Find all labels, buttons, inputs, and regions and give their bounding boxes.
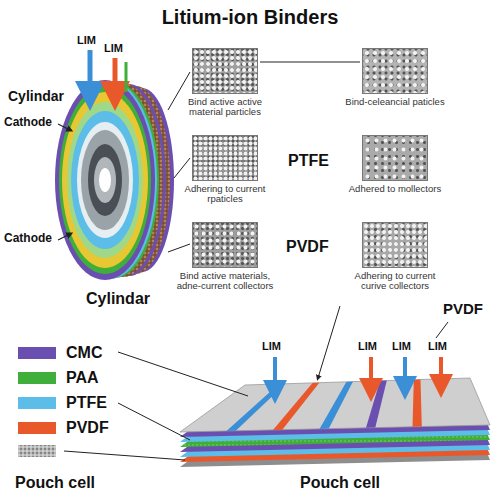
legend-text: CMC — [66, 344, 102, 362]
current-arrow — [439, 357, 443, 386]
caption: Bind active materials, adne-current coll… — [175, 271, 275, 292]
micrograph-image — [362, 48, 428, 94]
micrograph-panel: Adhering to current curive collectors — [345, 222, 445, 292]
leader-line — [168, 72, 190, 110]
current-arrow — [369, 357, 373, 390]
part-label: Cylindar — [86, 290, 150, 308]
leader-line — [58, 124, 70, 130]
caption: Bind active active material particles — [175, 97, 275, 118]
micrograph-panel: Bind active active material particles — [175, 48, 275, 118]
caption: Adhered to mollectors — [345, 184, 445, 194]
legend-text: PAA — [66, 369, 99, 387]
signal-label: LIM — [262, 340, 281, 353]
leader-line — [174, 158, 190, 178]
micrograph-image — [192, 222, 258, 268]
binder-label: PVDF — [286, 238, 329, 256]
leader-line — [58, 234, 70, 240]
caption: Adhering to current rpaticles — [175, 184, 275, 205]
part-label: Pouch cell — [15, 474, 95, 492]
legend-row: PVDF — [18, 420, 118, 436]
legend-swatch — [18, 372, 56, 384]
legend-row: PAA — [18, 370, 118, 386]
part-label: Cylindar — [8, 88, 64, 104]
caption: Adhering to current curive collectors — [345, 271, 445, 292]
legend-swatch — [18, 397, 56, 409]
diagram-title: Litium-ion Binders — [0, 6, 500, 29]
micrograph-image — [362, 222, 428, 268]
micrograph-panel: Adhering to current rpaticles — [175, 135, 275, 205]
micrograph-image — [192, 48, 258, 94]
part-label: Pouch cell — [300, 474, 380, 492]
legend-row: PTFE — [18, 395, 118, 411]
signal-label: LIM — [428, 340, 447, 353]
pouch-cell — [180, 378, 490, 467]
part-label: Cathode — [4, 232, 52, 246]
legend-swatch — [18, 422, 56, 434]
leader-line — [436, 322, 448, 338]
leader-line — [318, 306, 340, 378]
binder-label: PVDF — [443, 300, 483, 317]
legend-text: PTFE — [66, 394, 107, 412]
legend-swatch — [18, 445, 56, 457]
micrograph-panel: Bind active materials, adne-current coll… — [175, 222, 275, 292]
caption: Bind-celeancial paticles — [345, 97, 445, 107]
part-label: Cathode — [4, 116, 52, 130]
current-line — [125, 62, 128, 92]
binder-label: PTFE — [288, 152, 329, 170]
legend-swatch — [18, 347, 56, 359]
signal-label: LIM — [77, 34, 96, 47]
leader-line — [118, 403, 190, 440]
micrograph-panel: Adhered to mollectors — [345, 135, 445, 194]
legend-text: PVDF — [66, 419, 109, 437]
leader-line — [118, 352, 248, 396]
cylinder-cell — [55, 80, 174, 280]
signal-label: LIM — [392, 340, 411, 353]
micrograph-image — [362, 135, 428, 181]
current-arrow — [403, 357, 407, 388]
micrograph-image — [192, 135, 258, 181]
signal-label: LIM — [358, 340, 377, 353]
leader-line — [64, 451, 185, 460]
current-arrow — [88, 50, 93, 96]
current-arrow — [113, 58, 118, 96]
current-arrow — [273, 357, 277, 392]
signal-label: LIM — [104, 42, 123, 55]
legend-row: CMC — [18, 345, 118, 361]
leader-line — [168, 244, 190, 252]
leader-line — [260, 62, 360, 63]
micrograph-panel: Bind-celeancial paticles — [345, 48, 445, 107]
